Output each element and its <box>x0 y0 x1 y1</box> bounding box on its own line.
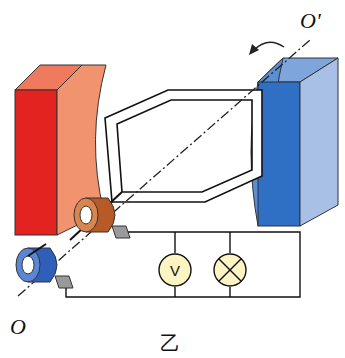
voltmeter-symbol: V <box>158 253 192 287</box>
figure-label: 乙 <box>160 333 180 353</box>
meter-letter: V <box>158 253 192 287</box>
axis-label: O' <box>300 10 321 32</box>
axis-label: O <box>10 316 26 338</box>
